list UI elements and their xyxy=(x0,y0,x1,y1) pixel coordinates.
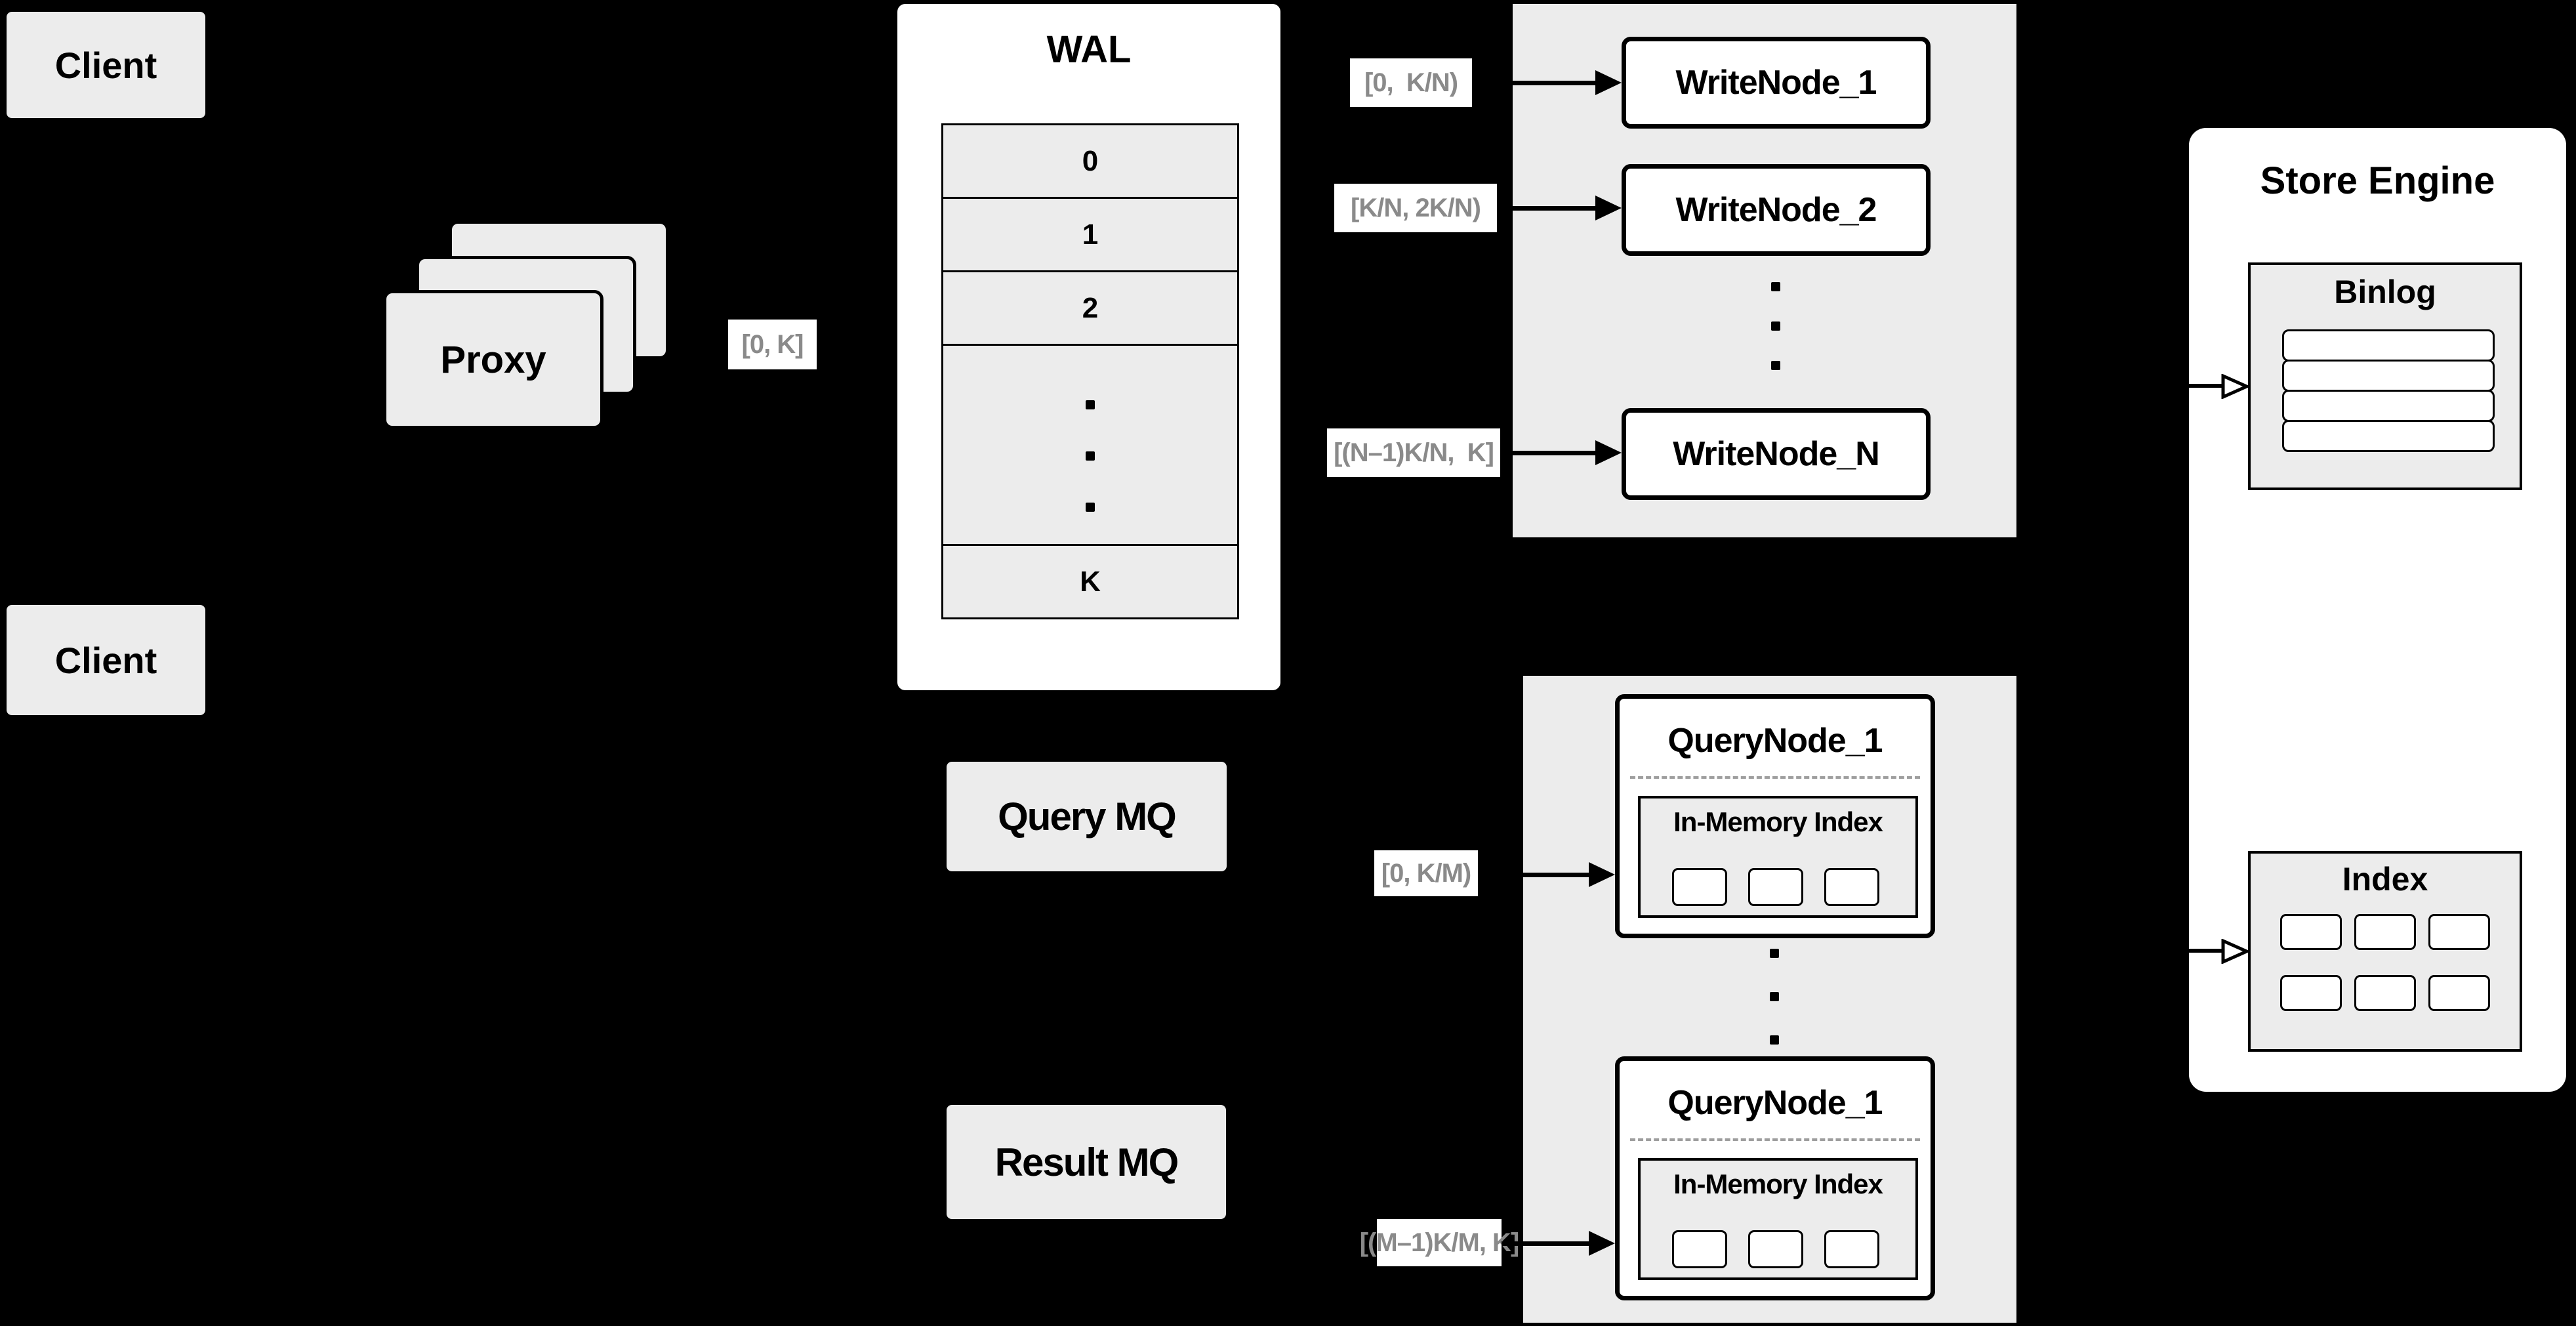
binlog-row xyxy=(2282,360,2495,392)
query-node-bottom: QueryNode_1 In-Memory Index xyxy=(1615,1056,1935,1300)
range-label-query-1: [0, K/M) xyxy=(1374,850,1478,896)
arrow-stem xyxy=(1502,1241,1589,1246)
range-label-write-2: [K/N, 2K/N) xyxy=(1334,184,1497,232)
wal-row-k: K xyxy=(941,544,1239,619)
query-node-divider xyxy=(1630,776,1920,779)
query-node-title: QueryNode_1 xyxy=(1667,1084,1883,1122)
query-node-top: QueryNode_1 In-Memory Index xyxy=(1615,694,1935,938)
wal-ellipsis-dots xyxy=(1086,400,1095,512)
in-memory-index-box: In-Memory Index xyxy=(1638,1158,1918,1280)
arrowhead-icon xyxy=(1595,196,1622,220)
client-bottom-box: Client xyxy=(7,605,205,715)
proxy-label: Proxy xyxy=(440,338,546,381)
client-bottom-label: Client xyxy=(54,639,157,681)
result-mq-box: Result MQ xyxy=(947,1105,1226,1219)
binlog-row xyxy=(2282,390,2495,422)
arrow-stem xyxy=(2165,949,2225,953)
arrow-stem xyxy=(1497,206,1595,211)
index-cell xyxy=(2280,914,2342,950)
arrow-stem xyxy=(1500,451,1595,455)
client-top-box: Client xyxy=(7,12,205,118)
arrow-stem xyxy=(1478,873,1589,877)
write-node-n: WriteNode_N xyxy=(1622,408,1931,500)
index-segment xyxy=(1824,1230,1879,1268)
index-segment xyxy=(1824,868,1879,906)
open-arrowhead-icon xyxy=(2221,939,2249,964)
index-cell xyxy=(2428,975,2490,1011)
wal-title: WAL xyxy=(1046,28,1132,71)
range-label-write-1: [0, K/N) xyxy=(1350,58,1472,107)
write-node-2: WriteNode_2 xyxy=(1622,164,1931,256)
query-node-title: QueryNode_1 xyxy=(1667,722,1883,760)
index-segment xyxy=(1748,1230,1803,1268)
query-node-divider xyxy=(1630,1138,1920,1141)
in-memory-index-title: In-Memory Index xyxy=(1673,806,1883,837)
store-engine-title: Store Engine xyxy=(2260,159,2495,202)
index-title: Index xyxy=(2342,861,2428,898)
binlog-row xyxy=(2282,329,2495,362)
wal-row-1: 1 xyxy=(941,197,1239,272)
index-segment xyxy=(1672,1230,1727,1268)
arrow-stem xyxy=(1472,81,1595,85)
binlog-box: Binlog xyxy=(2248,262,2522,490)
open-arrowhead-icon xyxy=(2221,374,2249,399)
range-label-query-m: [(M–1)K/M, K] xyxy=(1360,1219,1519,1266)
in-memory-index-title: In-Memory Index xyxy=(1673,1169,1883,1199)
arrowhead-icon xyxy=(1595,440,1622,465)
write-ellipsis-dots xyxy=(1771,282,1780,370)
arrow-stem xyxy=(2165,384,2225,388)
index-cell xyxy=(2280,975,2342,1011)
arrowhead-icon xyxy=(1589,862,1615,887)
in-memory-index-box: In-Memory Index xyxy=(1638,796,1918,918)
binlog-title: Binlog xyxy=(2334,274,2436,310)
wal-row-2: 2 xyxy=(941,270,1239,346)
arrowhead-icon xyxy=(1589,1231,1615,1256)
binlog-row xyxy=(2282,420,2495,452)
index-cell xyxy=(2354,975,2416,1011)
write-node-1: WriteNode_1 xyxy=(1622,37,1931,129)
arrowhead-icon xyxy=(1595,70,1622,95)
range-label-proxy: [0, K] xyxy=(728,320,817,369)
range-label-write-n: [(N–1)K/N, K] xyxy=(1327,428,1500,477)
query-mq-box: Query MQ xyxy=(947,762,1227,871)
index-cell xyxy=(2428,914,2490,950)
proxy-card-front: Proxy xyxy=(383,290,603,429)
index-segment xyxy=(1748,868,1803,906)
query-ellipsis-dots xyxy=(1770,949,1779,1045)
index-segment xyxy=(1672,868,1727,906)
client-top-label: Client xyxy=(54,44,157,86)
wal-row-0: 0 xyxy=(941,123,1239,199)
index-box: Index xyxy=(2248,851,2522,1052)
index-cell xyxy=(2354,914,2416,950)
